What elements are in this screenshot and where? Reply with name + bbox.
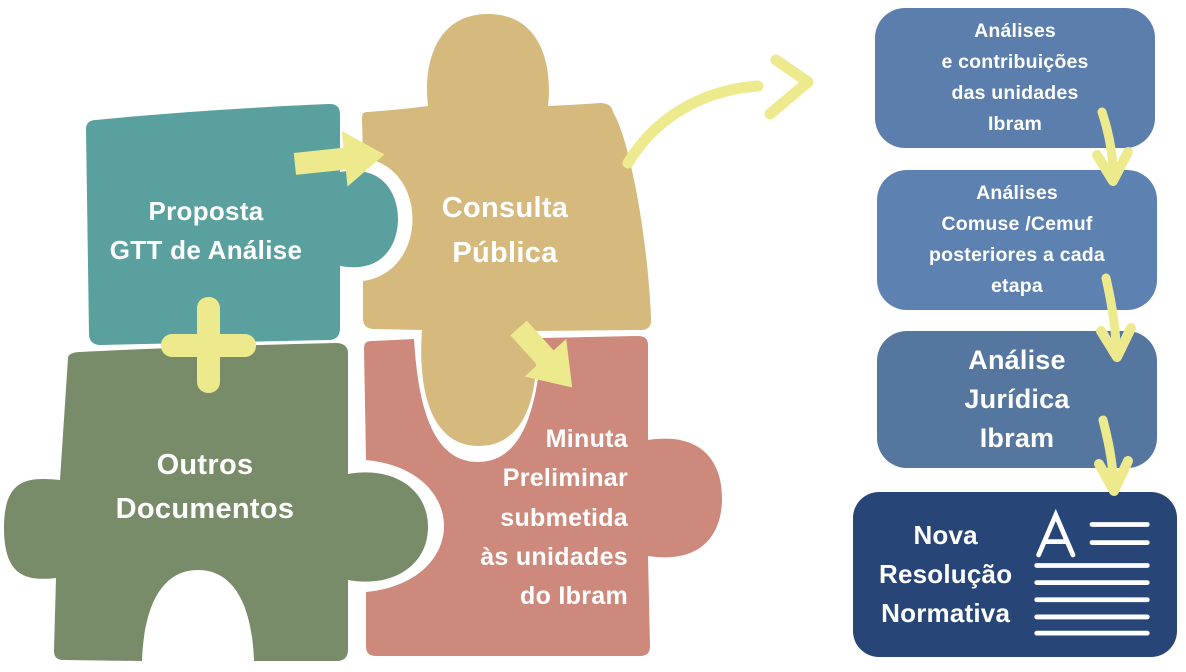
arrow-consulta-to-flow-icon	[622, 54, 814, 169]
flow-box-analise-juridica: Análise Jurídica Ibram	[877, 331, 1157, 468]
flow-box-label: Nova Resolução Normativa	[879, 520, 1013, 628]
puzzle-label-outros: Outros Documentos	[115, 449, 295, 525]
flow-box-analises-unidades: Análises e contribuições das unidades Ib…	[875, 8, 1155, 148]
flow-box-nova-resolucao: Nova Resolução Normativa	[853, 492, 1177, 657]
puzzle-label-proposta: Proposta GTT de Análise	[109, 196, 303, 265]
arrow-proposta-to-consulta-icon	[293, 130, 385, 187]
plus-icon	[161, 297, 256, 393]
puzzle-label-consulta: Consulta Pública	[441, 192, 569, 269]
document-letter-a-glyph	[1036, 508, 1076, 557]
document-text-icon	[1034, 508, 1150, 636]
flow-box-analises-comuse: Análises Comuse /Cemuf posteriores a cad…	[877, 170, 1157, 310]
puzzle-label-minuta: Minuta Preliminar submetida às unidades …	[480, 425, 628, 610]
arrow-consulta-to-minuta-icon	[510, 320, 573, 388]
